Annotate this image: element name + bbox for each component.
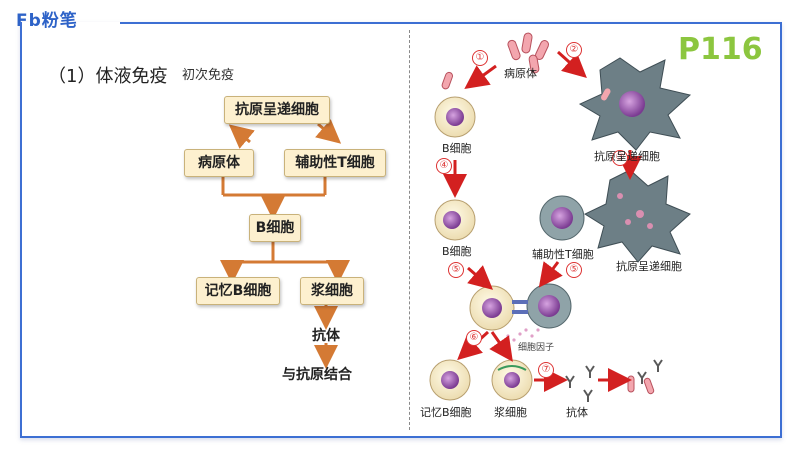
arrow-step1 xyxy=(464,64,497,90)
arrow-step5a xyxy=(467,265,494,290)
label-b-cell-top: B细胞 xyxy=(442,142,472,155)
arrow-step5b xyxy=(538,261,563,288)
step-marker-6: ⑥ xyxy=(466,330,482,346)
section-subtitle: 初次免疫 xyxy=(182,68,235,83)
step-marker-7: ⑦ xyxy=(538,362,554,378)
label-b-cell-mid: B细胞 xyxy=(442,245,472,258)
step-marker-5a: ⑤ xyxy=(448,262,464,278)
flow-helper-t: 辅助性T细胞 xyxy=(284,149,386,177)
step-marker-2: ② xyxy=(566,42,582,58)
label-helper-t: 辅助性T细胞 xyxy=(532,248,594,261)
panel-divider xyxy=(409,30,410,430)
label-antibody: 抗体 xyxy=(566,406,588,419)
step-marker-5b: ⑤ xyxy=(566,262,582,278)
label-memory-b: 记忆B细胞 xyxy=(420,406,472,419)
arrow-step2 xyxy=(556,50,587,79)
content-frame xyxy=(20,22,782,438)
flow-plasma: 浆细胞 xyxy=(300,277,364,305)
arrow-step6b xyxy=(489,331,513,362)
section-title: （1）体液免疫 xyxy=(48,66,168,87)
step-marker-1: ① xyxy=(472,50,488,66)
frame-top-border xyxy=(120,22,780,24)
arrow-pathogen-to-apc xyxy=(228,124,255,149)
pathogen-cluster xyxy=(441,32,550,90)
flow-b-cell: B细胞 xyxy=(249,214,301,242)
label-pathogen: 病原体 xyxy=(504,67,537,80)
step-marker-4: ④ xyxy=(436,158,452,174)
brand-logo: Fb粉笔 xyxy=(16,11,78,31)
flow-pathogen: 病原体 xyxy=(184,149,254,177)
label-apc-mid: 抗原呈递细胞 xyxy=(616,260,682,273)
flow-apc: 抗原呈递细胞 xyxy=(224,96,330,124)
label-apc-top: 抗原呈递细胞 xyxy=(594,150,660,163)
flow-memory-b: 记忆B细胞 xyxy=(196,277,280,305)
flow-bind-antigen: 与抗原结合 xyxy=(282,367,352,383)
label-cytokine: 细胞因子 xyxy=(518,343,555,353)
flow-antibody: 抗体 xyxy=(312,328,340,344)
page-number: P116 xyxy=(678,32,763,67)
step-marker-3: ③ xyxy=(612,150,628,166)
arrow-apc-to-helper xyxy=(315,119,342,144)
label-plasma: 浆细胞 xyxy=(494,406,527,419)
